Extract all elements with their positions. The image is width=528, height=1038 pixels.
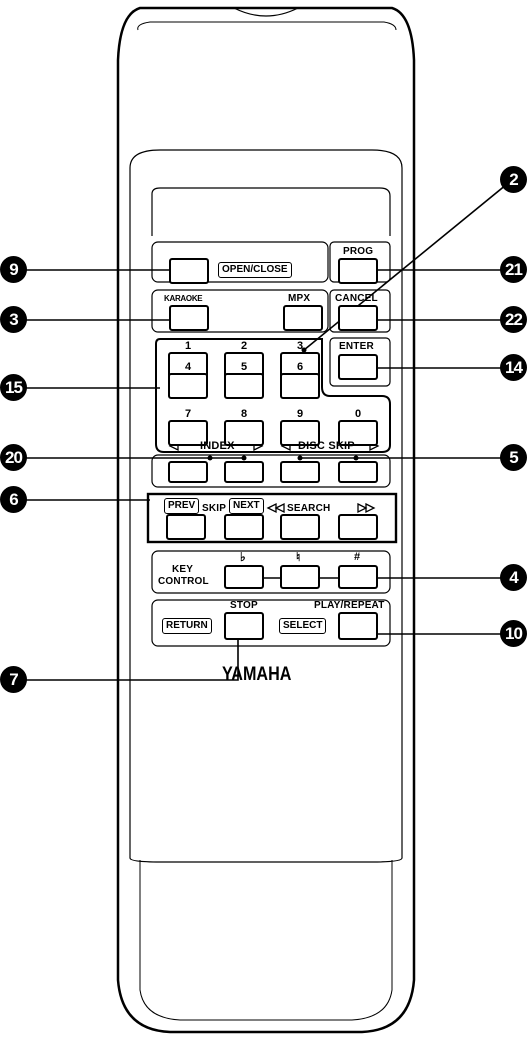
callout-3: 3 (0, 306, 27, 333)
index-prev-button[interactable] (168, 461, 208, 483)
dot-5b (353, 455, 359, 461)
digit-2-label: 2 (240, 340, 248, 352)
callout-15: 15 (0, 374, 27, 401)
cancel-label: CANCEL (335, 293, 378, 304)
key-label: KEY (172, 564, 194, 575)
digit-8-button[interactable] (224, 420, 264, 446)
prog-button[interactable] (338, 258, 378, 284)
section-index-disc (151, 454, 391, 488)
section-karaoke (151, 289, 329, 333)
dot-5a (297, 455, 303, 461)
search-label: SEARCH (287, 503, 331, 514)
prog-label: PROG (343, 246, 374, 257)
dot-20a (207, 455, 213, 461)
skip-prev-button[interactable] (166, 514, 206, 540)
play-repeat-button[interactable] (338, 612, 378, 640)
open-close-button[interactable] (169, 258, 209, 284)
digit-6-button[interactable] (280, 373, 320, 399)
search-rew-triangle-2 (274, 502, 285, 514)
digit-8-label: 8 (240, 408, 248, 420)
bottom-inner-line (139, 860, 393, 1021)
key-sharp-button[interactable] (338, 565, 378, 589)
callout-7: 7 (0, 666, 27, 693)
callout-9: 9 (0, 256, 27, 283)
cancel-button[interactable] (338, 305, 378, 331)
top-notch (233, 7, 299, 17)
section-cancel (329, 289, 391, 333)
disc-skip-next-button[interactable] (338, 461, 378, 483)
inner-top-line (137, 21, 397, 31)
enter-button[interactable] (338, 354, 378, 380)
digit-9-label: 9 (296, 408, 304, 420)
digit-3-label: 3 (296, 340, 304, 352)
control-label: CONTROL (158, 576, 209, 587)
play-repeat-label: PLAY/REPEAT (314, 600, 385, 611)
digit-1-label: 1 (184, 340, 192, 352)
karaoke-button[interactable] (169, 305, 209, 331)
skip-label: SKIP (202, 503, 227, 514)
return-button[interactable]: RETURN (162, 618, 212, 634)
sharp-label: # (354, 551, 361, 563)
digit-7-button[interactable] (168, 420, 208, 446)
index-label: INDEX (200, 440, 235, 452)
digit-5-button[interactable] (224, 373, 264, 399)
karaoke-label: KARAOKE (164, 294, 203, 303)
search-ff-triangle-1 (357, 502, 368, 514)
numeric-block (155, 338, 391, 453)
leader-7 (14, 634, 239, 681)
upper-group-line (151, 187, 391, 236)
brand-logo: YAMAHA (222, 664, 292, 685)
dot-20b (241, 455, 247, 461)
callout-4: 4 (500, 564, 527, 591)
section-enter (329, 337, 391, 387)
dot-2 (301, 347, 307, 353)
search-ff-triangle-2 (365, 502, 376, 514)
digit-7-label: 7 (184, 408, 192, 420)
select-button[interactable]: SELECT (279, 618, 327, 634)
callout-21: 21 (500, 256, 527, 283)
callout-2: 2 (500, 166, 527, 193)
digit-5-label: 5 (240, 361, 248, 373)
section-open-close (151, 241, 329, 283)
search-rew-button[interactable] (280, 514, 320, 540)
panel-outline (129, 149, 403, 863)
mpx-button[interactable] (283, 305, 323, 331)
flat-label: ♭ (240, 550, 246, 564)
prev-label: PREV (164, 498, 200, 514)
section-key-control (151, 550, 391, 594)
callout-20: 20 (0, 444, 27, 471)
key-flat-button[interactable] (224, 565, 264, 589)
callout-22: 22 (500, 306, 527, 333)
callout-6: 6 (0, 486, 27, 513)
search-ff-button[interactable] (338, 514, 378, 540)
open-close-label: OPEN/CLOSE (218, 262, 292, 278)
stop-button[interactable] (224, 612, 264, 640)
skip-next-button[interactable] (224, 514, 264, 540)
index-next-button[interactable] (224, 461, 264, 483)
callout-5: 5 (500, 444, 527, 471)
next-label: NEXT (229, 498, 264, 514)
digit-6-label: 6 (296, 361, 304, 373)
digit-0-button[interactable] (338, 420, 378, 446)
digit-4-button[interactable] (168, 373, 208, 399)
section-stop-play (151, 599, 391, 647)
enter-label: ENTER (339, 341, 374, 352)
natural-label: ♮ (296, 550, 301, 564)
stop-label: STOP (230, 600, 258, 611)
digit-4-label: 4 (184, 361, 192, 373)
mpx-label: MPX (288, 293, 311, 304)
digit-0-label: 0 (354, 408, 362, 420)
key-natural-button[interactable] (280, 565, 320, 589)
callout-10: 10 (500, 620, 527, 647)
callout-14: 14 (500, 354, 527, 381)
disc-skip-label: DISC SKIP (298, 440, 355, 452)
disc-skip-prev-button[interactable] (280, 461, 320, 483)
digit-9-button[interactable] (280, 420, 320, 446)
section-skip-search (146, 492, 398, 544)
